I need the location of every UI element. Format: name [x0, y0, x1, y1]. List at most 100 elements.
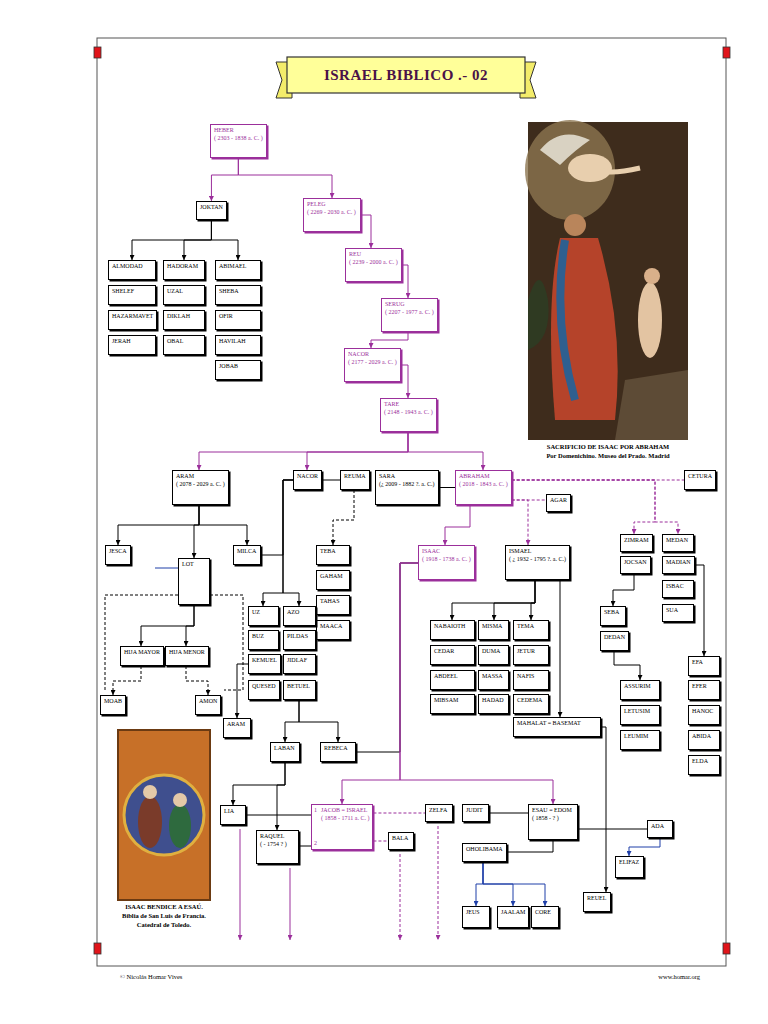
person-box: CORE [531, 906, 559, 928]
person-name: NABAIOTH [434, 623, 471, 631]
footer-text: © Nicolás Homar Vives [120, 973, 182, 981]
person-name: TEBA [320, 548, 346, 556]
person-name: MAACA [320, 623, 346, 631]
miniature [118, 730, 210, 900]
person-box: ABIMAEL [215, 260, 261, 280]
person-box: JOBAB [215, 360, 261, 380]
caption-text: ISAAC BENDICE A ESAÚ. [125, 903, 203, 911]
person-name: CORE [535, 909, 555, 917]
descent-line [601, 727, 606, 892]
marriage-line [322, 480, 340, 481]
person-box: LIA [220, 805, 246, 825]
person-box: HADAD [478, 694, 509, 714]
person-dates: ( 2078 - 2029 a. C. ) [176, 481, 225, 489]
person-name: REBECA [324, 745, 352, 753]
person-name: HIJA MENOR [169, 649, 205, 657]
person-name: MOAB [104, 698, 122, 706]
descent-line [186, 605, 194, 646]
person-box: LOT [178, 558, 210, 605]
person-name: JETUR [517, 648, 545, 656]
descent-line [211, 220, 238, 260]
person-box: TARE( 2148 - 1943 a. C. ) [380, 398, 437, 432]
isaac-head [143, 785, 157, 799]
person-box: AMON [195, 695, 221, 715]
person-name: AGAR [550, 497, 567, 505]
person-box: EFA [688, 656, 720, 676]
person-box: BALA [388, 832, 414, 850]
person-name: BETUEL [287, 683, 312, 691]
person-name: SHEBA [219, 288, 257, 296]
person-name: RAQUEL [260, 833, 295, 841]
person-name: HAVILAH [219, 338, 257, 346]
person-box: DEDAN [600, 631, 629, 651]
descent-line [277, 762, 285, 830]
marriage-line [246, 815, 311, 816]
person-box: DIKLAH [163, 310, 205, 330]
person-box: CEDEMA [513, 694, 549, 714]
person-name: HEBER [214, 127, 263, 135]
person-dates: ( 2177 - 2029 a. C. ) [348, 359, 397, 367]
person-box: PELEG( 2269 - 2030 a. C. ) [303, 198, 361, 232]
person-box: BETUEL [283, 680, 316, 700]
descent-line [483, 862, 545, 906]
descent-line [512, 500, 528, 545]
person-box: MOAB [100, 695, 126, 715]
person-name: SARA [379, 473, 435, 481]
person-box: HIJA MAYOR [120, 646, 164, 666]
person-name: MADIAN [666, 559, 691, 567]
marriage-line [578, 829, 647, 830]
person-name: SUA [666, 607, 690, 615]
person-name: JOBAB [219, 363, 257, 371]
person-name: GAHAM [320, 573, 346, 581]
descent-line [445, 505, 470, 545]
person-name: REUEL [587, 895, 607, 903]
descent-line [283, 480, 299, 606]
person-name: JERAH [112, 338, 152, 346]
esau-figure [169, 804, 191, 848]
descent-line [141, 605, 194, 646]
person-dates: ( 2239 - 2000 a. C. ) [349, 259, 398, 267]
person-name: JOCSAN [624, 559, 647, 567]
person-box: MIBSAM [430, 694, 475, 714]
descent-line [512, 480, 655, 534]
person-name: JAALAM [501, 909, 525, 917]
person-name: AMON [199, 698, 217, 706]
painting-rock [615, 370, 688, 440]
person-box: MASSA [478, 670, 509, 690]
person-box: MAACA [316, 620, 350, 640]
descent-line [113, 666, 141, 695]
person-box: REBECA [320, 742, 356, 762]
person-name: LEUMIM [624, 733, 656, 741]
person-name: REU [349, 251, 398, 259]
person-name: MIBSAM [434, 697, 471, 705]
person-name: PILDAS [287, 633, 312, 641]
person-name: NACOR [297, 473, 318, 481]
person-name: LABAN [274, 745, 296, 753]
person-name: MASSA [482, 673, 505, 681]
person-box: ABIDA [688, 730, 720, 750]
descent-line [452, 580, 535, 620]
person-box: ISMAEL( ¿ 1932 - 1795 ?. a. C.) [505, 545, 570, 580]
isaac-head [644, 268, 660, 284]
person-box: HAZARMAVET [108, 310, 157, 330]
person-box: UZ [248, 606, 279, 626]
person-box: CEDAR [430, 645, 475, 665]
caption-text: SACRIFICIO DE ISAAC POR ABRAHAM [547, 443, 669, 451]
person-box: HEBER( 2303 - 1838 a. C. ) [210, 124, 267, 158]
person-name: KEMUEL [252, 657, 277, 665]
person-box: JIDLAF [283, 654, 316, 674]
dashed-bracket [210, 595, 243, 690]
person-name: ABRAHAM [459, 473, 508, 481]
descent-line [199, 432, 408, 470]
connector-group [113, 158, 704, 906]
person-box: 1JACOB = ISRAEL( 1858 - 1711 a. C. )2 [311, 804, 373, 850]
person-box: ALMODAD [108, 260, 156, 280]
miniature-medallion [124, 775, 204, 855]
descent-line [342, 563, 418, 804]
person-name: MEDAN [666, 537, 690, 545]
isaac-figure [638, 282, 662, 358]
person-box: HANOC [688, 705, 720, 725]
person-name: ABDEEL [434, 673, 471, 681]
person-box: ELDA [688, 755, 720, 775]
